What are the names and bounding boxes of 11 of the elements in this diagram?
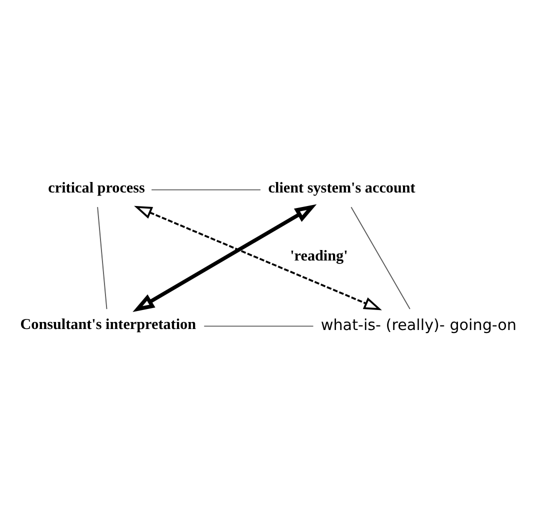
node-text: client system's account: [268, 180, 416, 196]
node-text: critical process: [48, 180, 145, 196]
label: 'reading': [290, 248, 348, 265]
connector: [97, 206, 108, 310]
connector: [151, 189, 261, 190]
arrow: [132, 204, 317, 312]
connector: [350, 206, 410, 310]
node-text: Consultant's interpretation: [20, 316, 196, 333]
arrow: [134, 206, 382, 310]
node-text: what-is- (really)- going-on: [320, 316, 517, 334]
connector: [204, 326, 314, 327]
